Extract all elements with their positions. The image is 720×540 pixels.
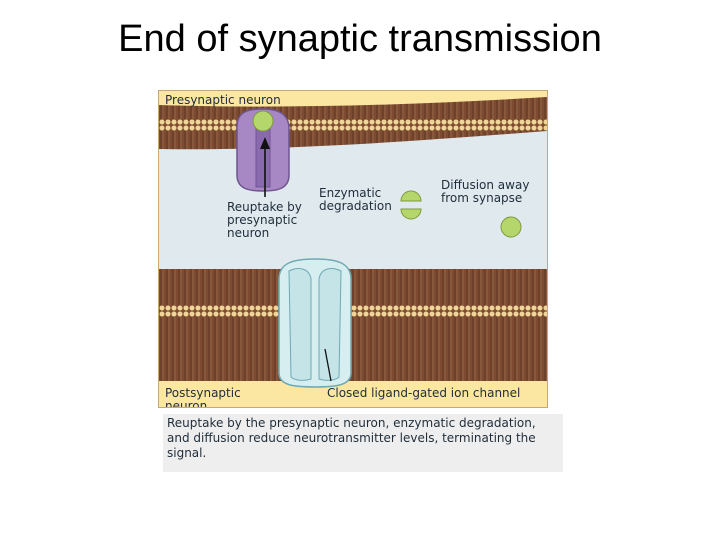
slide-title: End of synaptic transmission — [118, 18, 602, 60]
closed-channel-label: Closed ligand-gated ion channel — [327, 386, 521, 400]
synapse-diagram: Presynaptic neuron Reuptake by presynapt… — [158, 90, 548, 408]
degraded-neurotransmitter — [400, 190, 422, 220]
synapse-illustration — [159, 91, 547, 407]
ligand-gated-ion-channel — [278, 258, 352, 388]
postsynaptic-membrane — [159, 269, 547, 381]
postsynaptic-neuron-label: Postsynaptic neuron — [165, 386, 241, 408]
enzymatic-degradation-label: Enzymatic degradation — [319, 186, 392, 213]
figure-caption: Reuptake by the presynaptic neuron, enzy… — [163, 414, 563, 472]
presynaptic-neuron-label: Presynaptic neuron — [165, 93, 281, 107]
postsynaptic-label-strip — [159, 381, 547, 407]
diffusing-neurotransmitter — [500, 216, 522, 238]
caption-text: Reuptake by the presynaptic neuron, enzy… — [167, 416, 536, 460]
reuptake-label: Reuptake by presynaptic neuron — [227, 200, 302, 240]
neurotransmitter-reuptake — [252, 110, 274, 132]
diffusion-label: Diffusion away from synapse — [441, 178, 530, 205]
